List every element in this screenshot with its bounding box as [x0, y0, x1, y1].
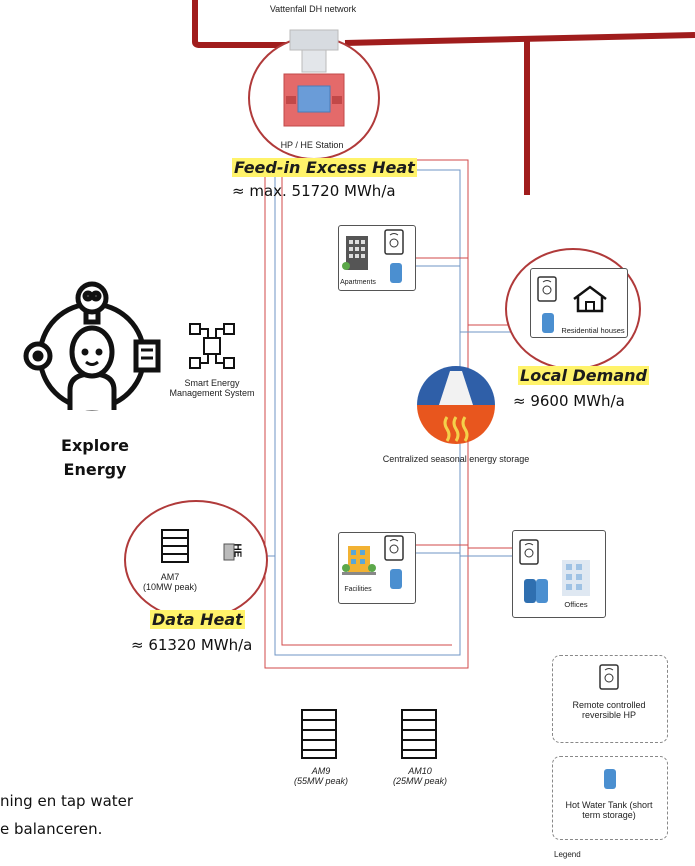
- am9-peak: (55MW peak): [293, 776, 348, 786]
- am10-peak: (25MW peak): [392, 776, 447, 786]
- am9-name: AM9: [311, 766, 331, 776]
- facility-building-icon: [342, 546, 376, 575]
- dh-pipe-right: [344, 32, 695, 46]
- office-building-icon: [562, 560, 590, 596]
- data-heat-title: Data Heat: [150, 610, 245, 629]
- am10-name: AM10: [408, 766, 432, 776]
- facilities-label: Facilities: [344, 586, 372, 593]
- hot-water-tank-icon: [604, 769, 616, 789]
- seasonal-storage-icon: [417, 366, 495, 444]
- hot-water-tank-icon: [524, 579, 548, 603]
- am7-peak: (10MW peak): [142, 582, 197, 592]
- legend-tank-label: Hot Water Tank (short term storage): [565, 800, 653, 820]
- wordmark-line2: Energy: [63, 460, 127, 479]
- am7-label: AM7 (10MW peak): [140, 572, 200, 592]
- house-icon: [573, 285, 607, 313]
- station-label: HP / HE Station: [280, 140, 344, 150]
- local-demand-title: Local Demand: [518, 366, 649, 385]
- am7-name: AM7: [160, 572, 180, 582]
- am10-label: AM10 (25MW peak): [384, 766, 456, 786]
- hot-water-tank-icon: [390, 263, 402, 283]
- apartments-label: Apartments: [340, 279, 376, 286]
- circuit-chip-icon: [189, 323, 235, 369]
- storage-label: Centralized seasonal energy storage: [382, 454, 530, 464]
- data-center-icon: [401, 709, 437, 759]
- network-label: Vattenfall DH network: [269, 4, 357, 14]
- residential-label: Residential houses: [561, 326, 625, 335]
- warm-return: [281, 165, 452, 646]
- data-center-icon: [161, 529, 189, 563]
- heat-exchanger-icon: [283, 29, 345, 127]
- legend-hp-label: Remote controlled reversible HP: [572, 700, 646, 720]
- offices-card: [512, 530, 606, 618]
- explore-energy-wordmark: Explore Energy: [40, 434, 150, 482]
- offices-label: Offices: [564, 600, 588, 609]
- hot-water-tank-icon: [390, 569, 402, 589]
- feed-in-value: ≈ max. 51720 MWh/a: [232, 182, 396, 200]
- explore-energy-logo-icon: [23, 281, 161, 411]
- apartment-building-icon: [342, 236, 368, 270]
- am9-label: AM9 (55MW peak): [286, 766, 356, 786]
- data-heat-value: ≈ 61320 MWh/a: [131, 636, 253, 654]
- heat-pump-icon: [384, 229, 404, 255]
- heat-exchanger-icon: [223, 543, 235, 561]
- heat-pump-icon: [599, 664, 619, 690]
- body-text-line2: e balanceren.: [0, 820, 103, 838]
- dh-pipe-left: [192, 0, 300, 48]
- legend-title: Legend: [554, 850, 581, 859]
- feed-in-title: Feed-in Excess Heat: [232, 158, 417, 177]
- am7-he-label: HE: [231, 543, 243, 558]
- heat-pump-icon: [519, 539, 539, 565]
- heat-pump-icon: [537, 276, 557, 302]
- am7-circle: [124, 500, 268, 620]
- data-center-icon: [301, 709, 337, 759]
- wordmark-line1: Explore: [61, 436, 129, 455]
- sems-label: Smart Energy Management System: [169, 378, 255, 398]
- local-demand-value: ≈ 9600 MWh/a: [513, 392, 625, 410]
- hot-water-tank-icon: [542, 313, 554, 333]
- body-text-line1: ning en tap water: [0, 792, 134, 810]
- heat-pump-icon: [384, 535, 404, 561]
